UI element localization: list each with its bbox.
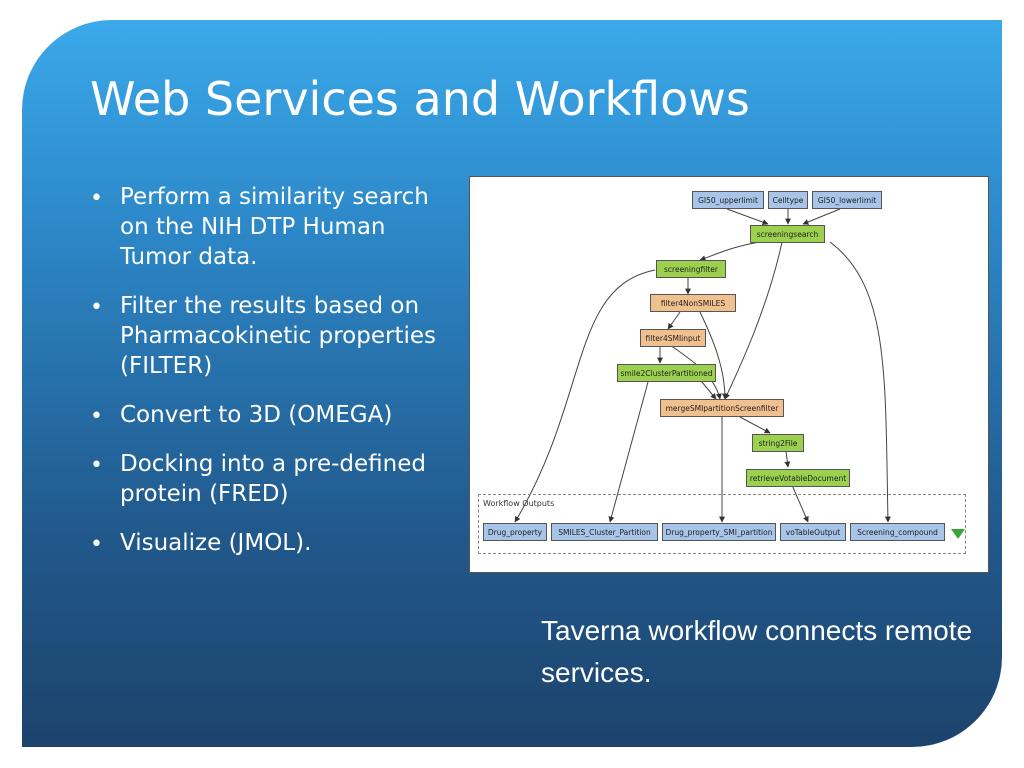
workflow-edges [514,208,891,523]
edge-filter4nonsmiles-merge [699,311,728,400]
edge-string2file-retrieve [784,450,791,468]
workflow-node-mergesmipartitionscreenfilter: mergeSMIpartitionScreenfilter [660,399,784,417]
bullet-item: • Docking into a pre-defined protein (FRE… [90,449,462,509]
slide-title: Web Services and Workflows [90,72,750,126]
bullet-dot-icon: • [90,404,103,429]
output-marker-icon [951,529,965,539]
workflow-diagram: GI50_upperlimit Celltype GI50_lowerlimit… [469,176,989,573]
slide: Web Services and Workflows • Perform a si… [22,20,1002,747]
workflow-node-filter4smiinput: filter4SMIinput [640,329,706,347]
bullet-text: Docking into a pre-defined protein (FRED… [120,451,426,507]
edge-screeningsearch-merge [724,241,783,400]
bullet-item: • Perform a similarity search on the NIH … [90,182,462,272]
workflow-input-gi50-upperlimit: GI50_upperlimit [692,191,764,209]
workflow-output-screening-compound: Screening_compound [850,523,945,541]
bullet-text: Perform a similarity search on the NIH D… [120,184,429,270]
workflow-output-drug-property: Drug_property [483,523,547,541]
bullet-item: • Visualize (JMOL). [90,528,462,558]
bullet-dot-icon: • [90,186,103,211]
workflow-node-screeningsearch: screeningsearch [750,225,825,243]
workflow-input-celltype: Celltype [768,191,808,209]
bullet-text: Visualize (JMOL). [120,530,312,556]
bullet-dot-icon: • [90,295,103,320]
bullet-dot-icon: • [90,453,103,478]
edge-smile2cluster-smiles-cluster-partition [608,381,649,523]
workflow-output-smiles-cluster-partition: SMILES_Cluster_Partition [551,523,658,541]
workflow-outputs-box [478,494,966,554]
workflow-node-smile2clusterpartitioned: smile2ClusterPartitioned [617,364,716,382]
workflow-node-screeningfilter: screeningfilter [656,260,726,278]
edge-smile2cluster-merge [701,381,717,400]
bullet-text: Filter the results based on Pharmacokine… [120,293,436,379]
bullet-dot-icon: • [90,532,103,557]
edge-screeningfilter-drug-property [514,269,656,523]
workflow-output-drug-property-smi-partition: Drug_property_SMI_partition [662,523,776,541]
edge-screeningsearch-screening-compound [829,241,891,523]
edge-gi50lower-screeningsearch [802,208,841,225]
workflow-output-votableoutput: voTableOutput [780,523,846,541]
bullet-item: • Filter the results based on Pharmacokin… [90,291,462,381]
bullet-text: Convert to 3D (OMEGA) [120,402,393,428]
edge-merge-string2file [739,416,771,434]
workflow-node-string2file: string2File [752,434,804,452]
bullet-item: • Convert to 3D (OMEGA) [90,400,462,430]
workflow-outputs-label: Workflow Outputs [483,499,555,508]
workflow-node-retrievevotabledocument: retrieveVotableDocument [746,469,850,487]
workflow-node-filter4nonsmiles: filter4NonSMILES [650,294,736,312]
workflow-input-gi50-lowerlimit: GI50_lowerlimit [812,191,882,209]
edge-screeningsearch-screeningfilter [699,241,761,262]
edge-filter4nonsmiles-filter4smiinput [667,311,681,330]
bullet-list: • Perform a similarity search on the NIH … [90,182,462,577]
diagram-caption: Taverna workflow connects remote service… [541,615,973,688]
edge-gi50upper-screeningsearch [726,208,769,225]
edge-retrieve-votableoutput [791,484,809,523]
